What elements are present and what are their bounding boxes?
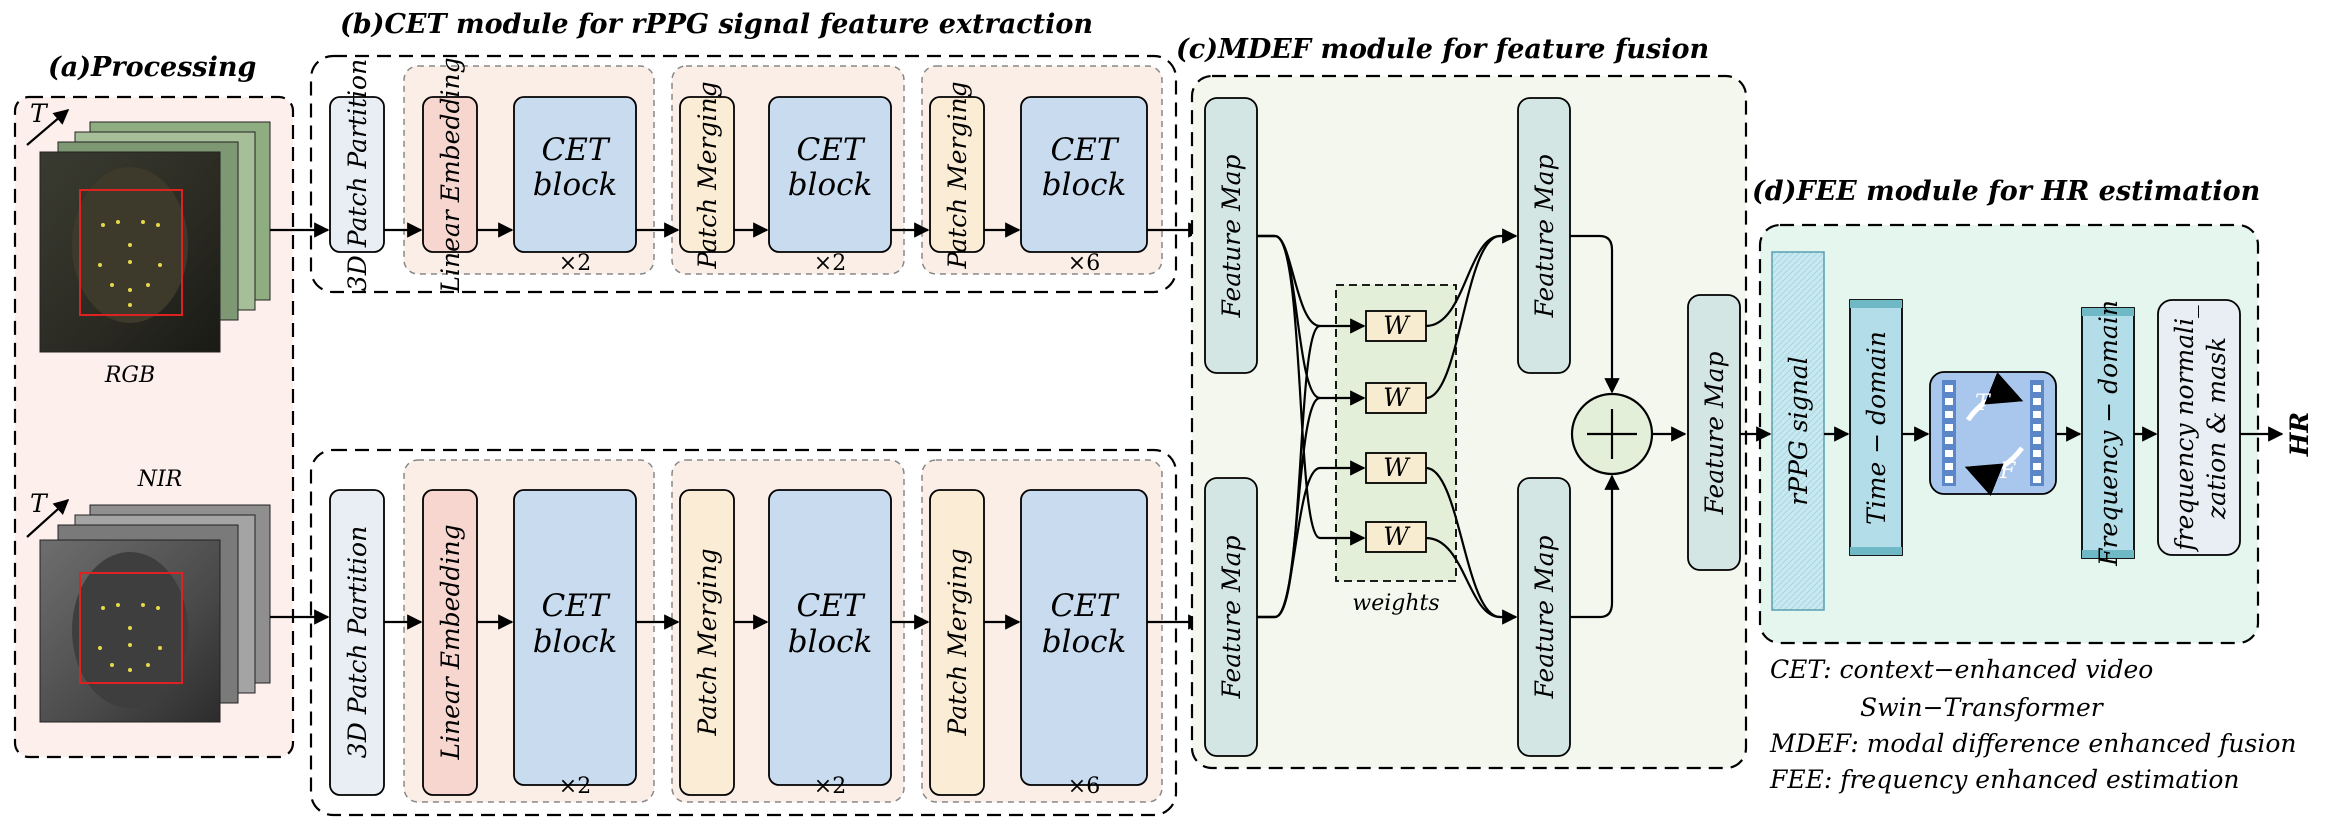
legend-line: MDEF: modal difference enhanced fusion <box>1769 729 2297 758</box>
stage3-multiplier: ×6 <box>1068 774 1100 799</box>
cet-block-label: CET <box>541 588 610 624</box>
fee-title: (d)FEE module for HR estimation <box>1752 176 2260 207</box>
stage2-multiplier: ×2 <box>814 251 846 276</box>
cet-block-sublabel: block <box>1042 624 1127 660</box>
transform-t-label: T <box>1975 391 1992 416</box>
cet-block <box>768 96 892 253</box>
cet-branch-rgb-frame <box>309 54 1178 294</box>
partition-box <box>329 96 385 253</box>
cet-block <box>1020 489 1148 786</box>
frequency-domain-label: Frequency − domain <box>2094 300 2123 567</box>
merging-box <box>679 489 735 796</box>
cet-block-sublabel: block <box>533 624 618 660</box>
stage3-multiplier: ×6 <box>1068 251 1100 276</box>
weight-label: W <box>1383 311 1411 340</box>
nir-face-roi <box>79 572 183 684</box>
embedding-box <box>422 96 478 253</box>
partition-label: 3D Patch Partition <box>343 59 372 291</box>
partition-label: 3D Patch Partition <box>343 526 372 758</box>
cet-block-label: CET <box>541 132 610 168</box>
cet-module-title: (b)CET module for rPPG signal feature ex… <box>340 9 1093 40</box>
rgb-face-roi <box>79 189 183 316</box>
feature-map-box <box>1687 294 1741 571</box>
nir-time-label: T <box>30 489 49 518</box>
hr-output-label: HR <box>2285 412 2314 457</box>
mdef-section: (c)MDEF module for feature fusion Featur… <box>1176 34 1748 770</box>
cet-block <box>768 489 892 786</box>
legend-line: Swin−Transformer <box>1860 693 2105 722</box>
normalization-label: frequency normali_ <box>2170 305 2199 553</box>
cet-block-sublabel: block <box>1042 167 1127 203</box>
cet-branch-rgb: 3D Patch Partition Linear Embedding CET … <box>270 54 1204 294</box>
legend-line: CET: context−enhanced video <box>1770 655 2153 684</box>
processing-section: (a)Processing T RGB NIR <box>13 52 295 759</box>
weights-label: weights <box>1352 591 1439 616</box>
stage1-multiplier: ×2 <box>559 251 591 276</box>
cet-block-label: CET <box>1050 132 1119 168</box>
legend: CET: context−enhanced video Swin−Transfo… <box>1769 655 2297 794</box>
fourier-transform-icon: T F <box>1929 371 2057 496</box>
transform-f-label: F <box>1999 459 2016 484</box>
cet-block-sublabel: block <box>533 167 618 203</box>
partition-box <box>329 489 385 796</box>
cet-block <box>1020 96 1148 253</box>
normalization-box <box>2157 299 2241 556</box>
nir-time-axis: T <box>26 489 70 538</box>
embedding-label: Linear Embedding <box>436 524 465 760</box>
merging-label: Patch Merging <box>693 81 722 269</box>
weight-box <box>1365 452 1427 484</box>
stage2-multiplier: ×2 <box>814 774 846 799</box>
mdef-frame <box>1190 74 1748 770</box>
rppg-box <box>1771 251 1825 611</box>
cet-block-label: CET <box>796 132 865 168</box>
normalization-sublabel: zation & mask <box>2202 337 2231 520</box>
cet-block-label: CET <box>1050 588 1119 624</box>
feature-map-label: Feature Map <box>1217 154 1246 318</box>
weight-label: W <box>1383 453 1411 482</box>
rgb-label: RGB <box>104 363 155 388</box>
cet-block-sublabel: block <box>788 167 873 203</box>
merging-label: Patch Merging <box>693 548 722 736</box>
fee-section: (d)FEE module for HR estimation rPPG sig… <box>1740 176 2314 645</box>
merging-label: Patch Merging <box>943 81 972 269</box>
feature-map-label: Feature Map <box>1217 535 1246 699</box>
feature-map-label: Feature Map <box>1530 154 1559 318</box>
rppg-label: rPPG signal <box>1784 356 1813 505</box>
feature-map-label: Feature Map <box>1700 351 1729 515</box>
merging-box <box>929 489 985 796</box>
merging-box <box>679 96 735 253</box>
frequency-domain-box <box>2081 307 2135 559</box>
cet-block <box>513 96 637 253</box>
cet-branch-nir-frame <box>309 448 1178 817</box>
rgb-time-axis: T <box>26 99 70 146</box>
sum-operator <box>1570 392 1654 476</box>
time-domain-label: Time − domain <box>1862 331 1891 525</box>
rgb-time-label: T <box>30 99 49 128</box>
nir-label: NIR <box>137 467 183 492</box>
embedding-box <box>422 489 478 796</box>
cet-block-label: CET <box>796 588 865 624</box>
merging-label: Patch Merging <box>943 548 972 736</box>
nir-frame-stack: NIR T <box>26 467 271 723</box>
processing-title: (a)Processing <box>48 52 256 83</box>
cet-branch-nir: ggh 3D Patch Partition Linear Embedding … <box>270 448 1204 817</box>
merging-box <box>929 96 985 253</box>
rgb-frame-stack: T RGB <box>26 99 271 388</box>
cet-block <box>513 489 637 786</box>
mdef-title: (c)MDEF module for feature fusion <box>1176 34 1709 65</box>
legend-line: FEE: frequency enhanced estimation <box>1769 765 2240 794</box>
stage1-multiplier: ×2 <box>559 774 591 799</box>
weight-label: W <box>1383 522 1411 551</box>
embedding-label: Linear Embedding <box>436 57 465 293</box>
cet-block-sublabel: block <box>788 624 873 660</box>
feature-map-label: Feature Map <box>1530 535 1559 699</box>
weight-label: W <box>1383 383 1411 412</box>
